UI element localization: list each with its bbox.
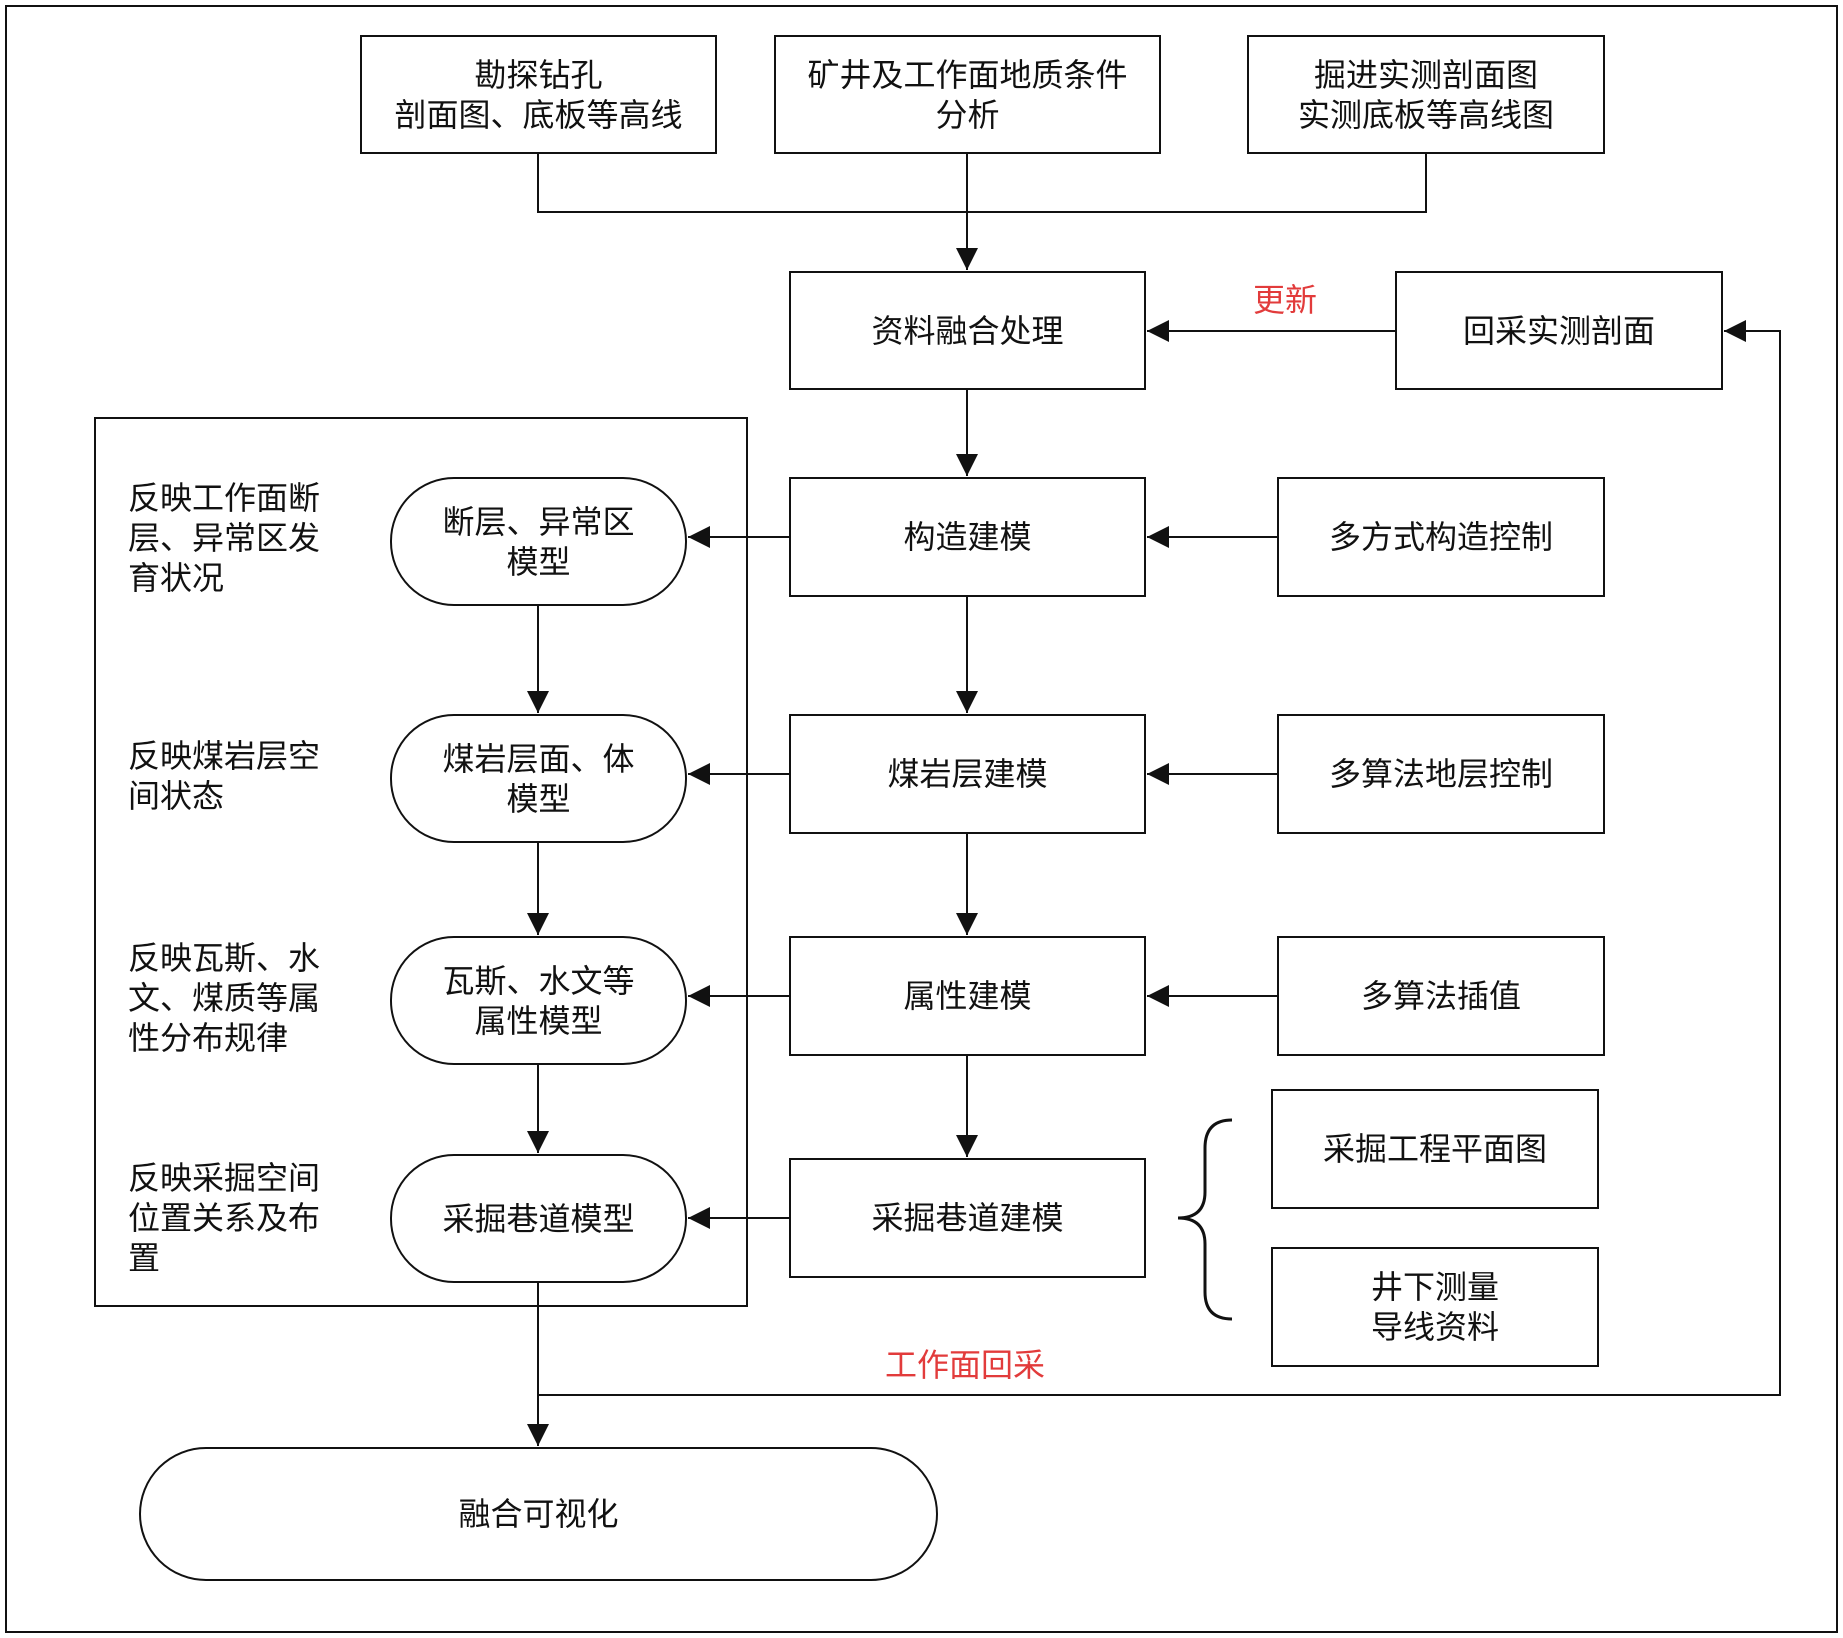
curly-brace bbox=[1177, 1118, 1233, 1321]
outer-frame bbox=[5, 5, 1838, 1633]
structure-modeling-box bbox=[789, 477, 1146, 597]
coal-rock-description: 反映煤岩层空 间状态 bbox=[128, 736, 321, 815]
arrow-face-mining-feedback bbox=[538, 320, 1781, 1396]
update-edge-label: 更新 bbox=[1252, 281, 1317, 319]
multi-structure-control-label: 多方式构造控制 bbox=[1328, 518, 1553, 556]
data-fusion-box bbox=[789, 271, 1146, 390]
survey-drilling-box bbox=[360, 35, 717, 154]
roadway-modeling-label: 采掘巷道建模 bbox=[871, 1199, 1064, 1237]
mining-plan-label: 采掘工程平面图 bbox=[1322, 1130, 1547, 1168]
excavation-profile-label: 掘进实测剖面图 实测底板等高线图 bbox=[1297, 55, 1554, 134]
attribute-modeling-label: 属性建模 bbox=[903, 977, 1032, 1015]
fusion-visualization-label: 融合可视化 bbox=[458, 1495, 619, 1533]
geology-analysis-label: 矿井及工作面地质条件 分析 bbox=[807, 55, 1128, 134]
attribute-description: 反映瓦斯、水 文、煤质等属 性分布规律 bbox=[128, 938, 321, 1057]
data-fusion-label: 资料融合处理 bbox=[871, 311, 1064, 350]
attribute-model-label: 瓦斯、水文等 属性模型 bbox=[442, 961, 635, 1040]
underground-survey-label: 井下测量 导线资料 bbox=[1370, 1268, 1499, 1346]
coal-rock-model-label: 煤岩层面、体 模型 bbox=[442, 739, 635, 818]
mining-plan-box bbox=[1271, 1089, 1599, 1209]
roadway-modeling-box bbox=[789, 1158, 1146, 1278]
multi-algo-interp-label: 多算法插值 bbox=[1360, 977, 1521, 1015]
mining-profile-label: 回采实测剖面 bbox=[1462, 311, 1655, 350]
fusion-visualization-box bbox=[139, 1447, 938, 1581]
coal-rock-modeling-box bbox=[789, 714, 1146, 834]
multi-algo-stratum-box bbox=[1277, 714, 1605, 834]
underground-survey-box bbox=[1271, 1247, 1599, 1367]
structure-modeling-label: 构造建模 bbox=[903, 518, 1032, 556]
fault-model-label: 断层、异常区 模型 bbox=[442, 502, 635, 581]
models-group-frame bbox=[94, 417, 748, 1307]
face-mining-edge-label: 工作面回采 bbox=[884, 1346, 1045, 1384]
multi-algo-interp-box bbox=[1277, 936, 1605, 1056]
coal-rock-modeling-label: 煤岩层建模 bbox=[887, 755, 1048, 793]
roadway-model-label: 采掘巷道模型 bbox=[442, 1199, 635, 1238]
excavation-profile-box bbox=[1247, 35, 1605, 154]
roadway-description: 反映采掘空间 位置关系及布 置 bbox=[128, 1158, 321, 1277]
multi-structure-control-box bbox=[1277, 477, 1605, 597]
multi-algo-stratum-label: 多算法地层控制 bbox=[1328, 755, 1553, 793]
connector-inputs-merge bbox=[537, 153, 1427, 213]
fault-description: 反映工作面断 层、异常区发 育状况 bbox=[128, 478, 321, 597]
survey-drilling-label: 勘探钻孔 剖面图、底板等高线 bbox=[394, 55, 683, 134]
